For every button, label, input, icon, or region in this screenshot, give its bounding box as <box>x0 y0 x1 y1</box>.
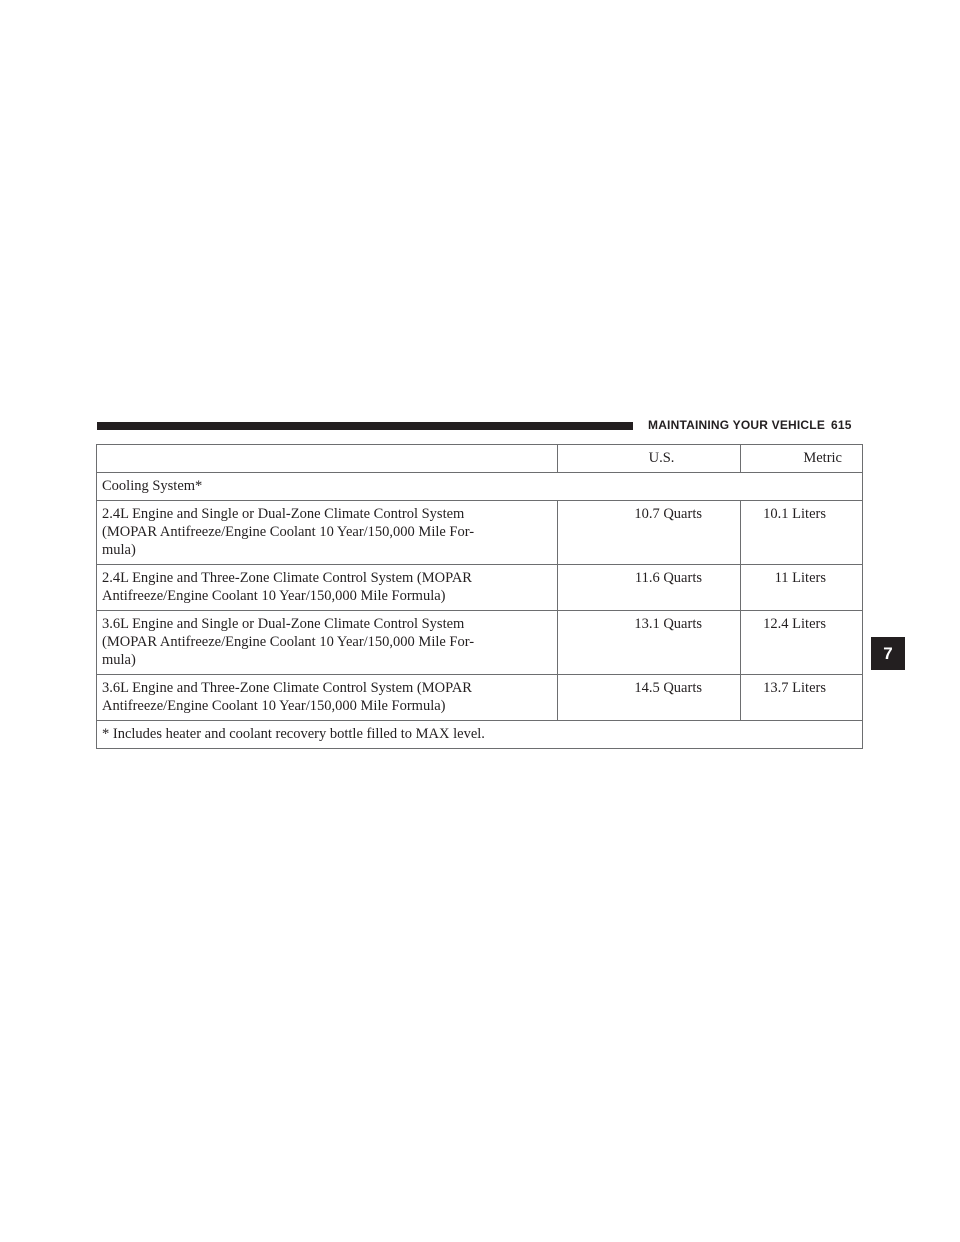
table-header-row: U.S. Metric <box>96 444 863 473</box>
description-line: Antifreeze/Engine Coolant 10 Year/150,00… <box>102 698 446 714</box>
footnote: * Includes heater and coolant recovery b… <box>96 720 863 749</box>
us-value: 13.1 Quarts <box>557 610 741 675</box>
table-row: 2.4L Engine and Single or Dual-Zone Clim… <box>96 500 863 565</box>
row-description: 2.4L Engine and Single or Dual-Zone Clim… <box>96 500 558 565</box>
metric-value: 12.4 Liters <box>740 610 863 675</box>
running-header: MAINTAINING YOUR VEHICLE 615 <box>648 418 852 432</box>
metric-value: 10.1 Liters <box>740 500 863 565</box>
description-line: 3.6L Engine and Three-Zone Climate Contr… <box>102 680 472 696</box>
header-cell-description <box>96 444 558 473</box>
section-row: Cooling System* <box>96 472 863 501</box>
us-value: 11.6 Quarts <box>557 564 741 611</box>
section-heading: Cooling System* <box>96 472 863 501</box>
description-line: mula) <box>102 542 136 558</box>
description-line: (MOPAR Antifreeze/Engine Coolant 10 Year… <box>102 524 475 540</box>
metric-value: 13.7 Liters <box>740 674 863 721</box>
footnote-row: * Includes heater and coolant recovery b… <box>96 720 863 749</box>
description-line: Antifreeze/Engine Coolant 10 Year/150,00… <box>102 588 446 604</box>
page-number: 615 <box>831 418 852 432</box>
description-line: mula) <box>102 652 136 668</box>
table-row: 2.4L Engine and Three-Zone Climate Contr… <box>96 564 863 611</box>
table-row: 3.6L Engine and Single or Dual-Zone Clim… <box>96 610 863 675</box>
row-description: 2.4L Engine and Three-Zone Climate Contr… <box>96 564 558 611</box>
section-title: MAINTAINING YOUR VEHICLE <box>648 418 826 432</box>
header-cell-metric: Metric <box>740 444 863 473</box>
description-line: 2.4L Engine and Three-Zone Climate Contr… <box>102 570 472 586</box>
description-line: (MOPAR Antifreeze/Engine Coolant 10 Year… <box>102 634 475 650</box>
description-line: 2.4L Engine and Single or Dual-Zone Clim… <box>102 506 465 522</box>
us-value: 14.5 Quarts <box>557 674 741 721</box>
row-description: 3.6L Engine and Three-Zone Climate Contr… <box>96 674 558 721</box>
table-row: 3.6L Engine and Three-Zone Climate Contr… <box>96 674 863 721</box>
chapter-tab: 7 <box>871 637 905 670</box>
us-value: 10.7 Quarts <box>557 500 741 565</box>
cooling-system-capacity-table: U.S. Metric Cooling System* 2.4L Engine … <box>96 444 863 749</box>
header-rule <box>97 422 633 430</box>
description-line: 3.6L Engine and Single or Dual-Zone Clim… <box>102 616 465 632</box>
metric-value: 11 Liters <box>740 564 863 611</box>
header-cell-us: U.S. <box>557 444 741 473</box>
row-description: 3.6L Engine and Single or Dual-Zone Clim… <box>96 610 558 675</box>
